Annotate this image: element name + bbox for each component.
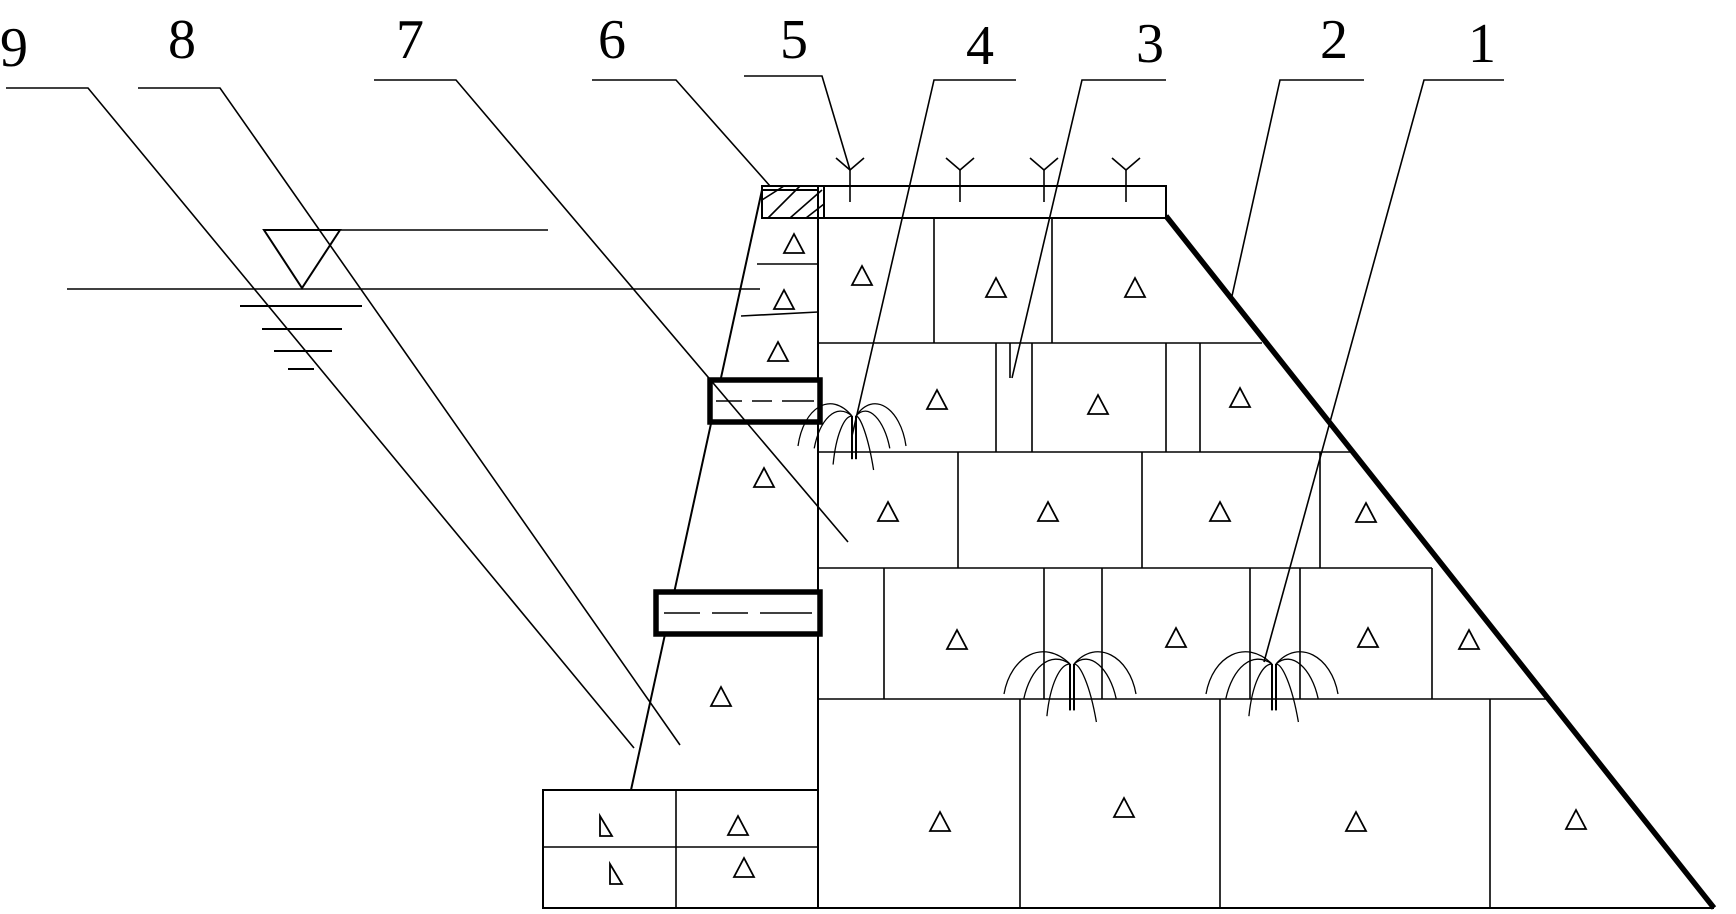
plant-root: [856, 411, 890, 448]
grass-icon: [1044, 158, 1058, 170]
plant-root: [1206, 652, 1272, 694]
stone-triangle-icon: [734, 858, 754, 877]
callout-4: 4: [966, 15, 994, 77]
stone-triangle-icon: [930, 812, 950, 831]
stone-triangle-icon: [600, 816, 612, 836]
toe-block: [543, 790, 818, 908]
grass-icon: [946, 158, 960, 170]
grass-icon: [960, 158, 974, 170]
callout-2: 2: [1320, 9, 1348, 71]
grass-icon: [850, 158, 864, 170]
front-facing-wall: [631, 190, 818, 908]
stone-triangle-icon: [1210, 502, 1230, 521]
stone-triangle-icon: [754, 468, 774, 487]
grass-symbols: [836, 158, 1140, 202]
fill-body: [818, 218, 1714, 908]
back-slope-membrane: [1166, 216, 1714, 908]
stone-triangle-icon: [1346, 812, 1366, 831]
stone-triangle-icon: [1038, 502, 1058, 521]
callout-1: 1: [1468, 13, 1496, 75]
grass-icon: [1126, 158, 1140, 170]
stone-triangle-icon: [1459, 630, 1479, 649]
stone-triangle-icon: [768, 342, 788, 361]
plant-root: [856, 416, 874, 470]
stone-triangle-icon: [1356, 503, 1376, 522]
drain-pipe-upper: [710, 380, 820, 422]
plant-root: [1276, 659, 1318, 699]
stone-triangle-icon: [1088, 395, 1108, 414]
plant-root: [1276, 652, 1338, 694]
callout-6: 6: [598, 9, 626, 71]
callout-8: 8: [168, 9, 196, 71]
callout-7: 7: [396, 9, 424, 71]
stone-triangle-icon: [927, 390, 947, 409]
top-planting-layer: [818, 186, 1166, 218]
drain-pipe-lower: [656, 592, 820, 634]
plant-root: [1249, 664, 1272, 716]
plant-root: [1047, 664, 1070, 716]
stone-triangle-icon: [878, 502, 898, 521]
plant-root: [1004, 652, 1070, 694]
stone-triangle-icon: [711, 687, 731, 706]
stone-triangle-icon: [1114, 798, 1134, 817]
callout-5: 5: [780, 9, 808, 71]
plant-root: [856, 404, 906, 446]
stone-triangle-icon: [852, 266, 872, 285]
plant-root: [1074, 659, 1116, 699]
stone-triangle-icon: [986, 278, 1006, 297]
stone-triangle-icon: [728, 816, 748, 835]
water-level-symbol: [67, 230, 760, 369]
plant-root: [1276, 664, 1298, 722]
plant-root: [1024, 659, 1070, 699]
plant-root: [833, 416, 852, 465]
stone-triangle-icon: [1358, 628, 1378, 647]
stone-triangle-icon: [774, 290, 794, 309]
plant-root: [1226, 659, 1272, 699]
stone-triangle-icon: [947, 630, 967, 649]
grass-icon: [1112, 158, 1126, 170]
plant-root: [1074, 664, 1096, 722]
stone-triangle-icon: [610, 864, 622, 884]
stone-triangle-icon: [1125, 278, 1145, 297]
stone-triangle-icon: [1566, 810, 1586, 829]
grass-icon: [1030, 158, 1044, 170]
plant-root: [1074, 652, 1136, 694]
callout-9: 9: [0, 17, 28, 79]
stone-triangle-icon: [1166, 628, 1186, 647]
stone-triangle-icon: [784, 234, 804, 253]
stone-triangle-icon: [1230, 388, 1250, 407]
callout-labels: 1 2 3 4 5 6 7 8 9: [0, 9, 1496, 79]
callout-3: 3: [1136, 13, 1164, 75]
